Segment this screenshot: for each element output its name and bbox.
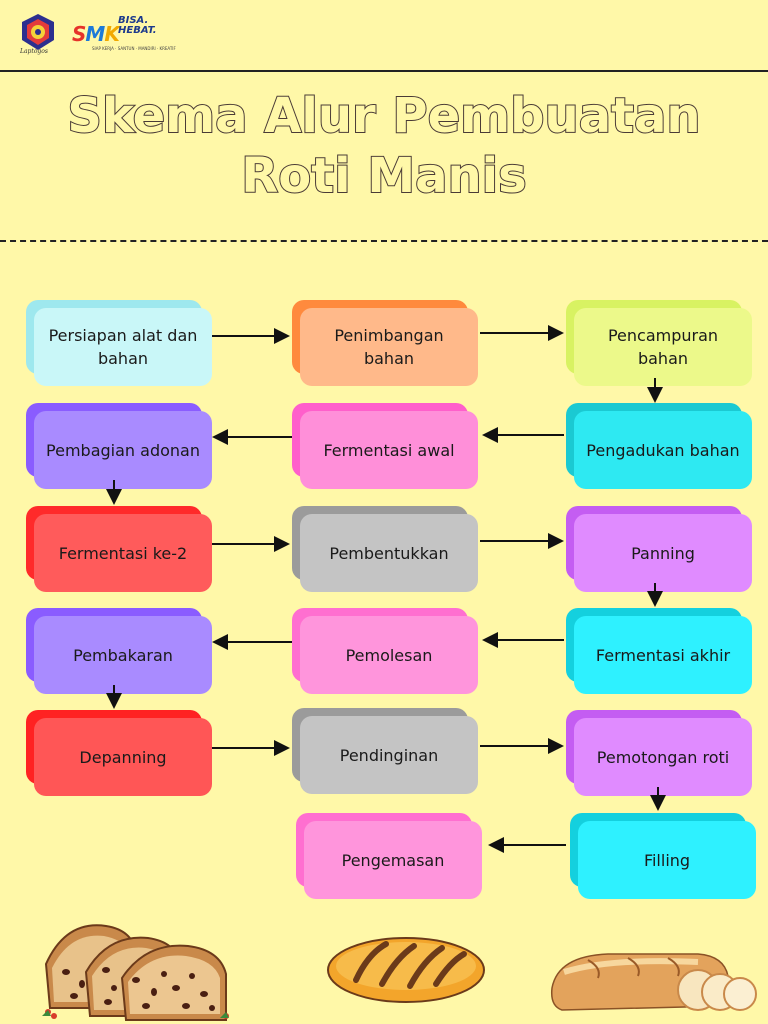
step-label: Panning: [574, 514, 752, 592]
emblem-caption: Laptogos: [20, 48, 48, 55]
step-box: Pembentukkan: [292, 506, 478, 592]
step-box: Pengemasan: [296, 813, 482, 899]
step-box: Pembagian adonan: [26, 403, 212, 489]
step-box: Pendinginan: [292, 708, 478, 794]
step-box: Pembakaran: [26, 608, 212, 694]
step-box: Panning: [566, 506, 752, 592]
step-label: Pengadukan bahan: [574, 411, 752, 489]
step-box: Fermentasi awal: [292, 403, 478, 489]
step-label: Pencampuran bahan: [574, 308, 752, 386]
smk-logo-tagline: BISA. HEBAT.: [118, 15, 157, 36]
page-title: Skema Alur Pembuatan Roti Manis: [0, 86, 768, 206]
step-label: Filling: [578, 821, 756, 899]
title-line-1: Skema Alur Pembuatan: [66, 87, 701, 145]
step-label: Fermentasi akhir: [574, 616, 752, 694]
smk-logo-small-text: SIAP KERJA · SANTUN · MANDIRI · KREATIF: [92, 46, 176, 51]
step-label: Pembagian adonan: [34, 411, 212, 489]
step-label: Pembentukkan: [300, 514, 478, 592]
bread-loaf-icon: [327, 937, 485, 1003]
step-box: Penimbangan bahan: [292, 300, 478, 386]
step-box: Pencampuran bahan: [566, 300, 752, 386]
step-box: Fermentasi akhir: [566, 608, 752, 694]
step-box: Pemolesan: [292, 608, 478, 694]
step-box: Pemotongan roti: [566, 710, 752, 796]
step-label: Fermentasi awal: [300, 411, 478, 489]
sliced-baguette-icon: [550, 953, 757, 1011]
smk-logo-text: SMK: [72, 22, 120, 46]
step-box: Fermentasi ke-2: [26, 506, 212, 592]
step-label: Pendinginan: [300, 716, 478, 794]
dashed-divider: [0, 240, 768, 242]
step-box: Pengadukan bahan: [566, 403, 752, 489]
step-label: Penimbangan bahan: [300, 308, 478, 386]
step-box: Depanning: [26, 710, 212, 796]
step-box: Persiapan alat dan bahan: [26, 300, 212, 386]
step-label: Persiapan alat dan bahan: [34, 308, 212, 386]
school-emblem-icon: [22, 14, 54, 50]
header-divider: [0, 70, 768, 72]
header: Laptogos SMK BISA. HEBAT. SIAP KERJA · S…: [0, 0, 768, 72]
step-label: Fermentasi ke-2: [34, 514, 212, 592]
step-label: Pengemasan: [304, 821, 482, 899]
step-label: Pemotongan roti: [574, 718, 752, 796]
step-label: Pemolesan: [300, 616, 478, 694]
title-line-2: Roti Manis: [240, 147, 527, 205]
step-label: Pembakaran: [34, 616, 212, 694]
step-label: Depanning: [34, 718, 212, 796]
fruit-bread-slices-icon: [42, 924, 229, 1021]
step-box: Filling: [570, 813, 756, 899]
